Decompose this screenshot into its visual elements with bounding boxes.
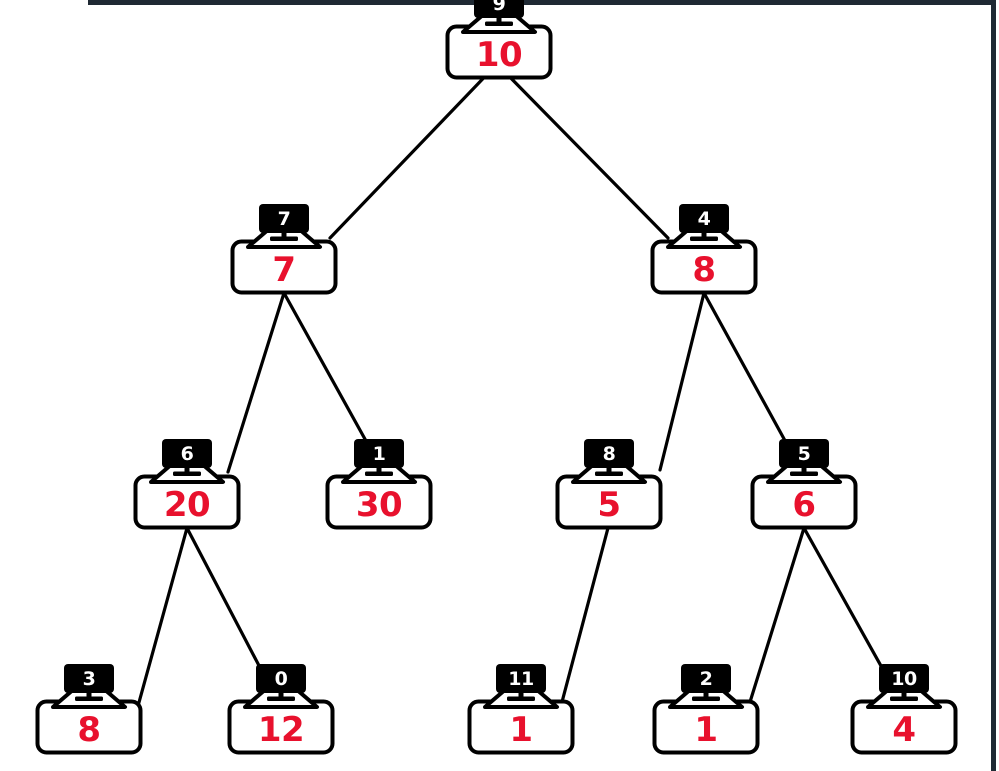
- node-index-badge: [162, 439, 212, 468]
- node-stand-foot: [692, 696, 720, 701]
- node-stand-neck: [496, 14, 502, 23]
- node-stand-foot: [270, 236, 298, 241]
- node-index-badge: [354, 439, 404, 468]
- tree-edge: [495, 62, 670, 240]
- node-stand-neck: [86, 689, 92, 698]
- node-value-box: [467, 699, 575, 755]
- node-value-box: [230, 239, 338, 295]
- node-value-box: [35, 699, 143, 755]
- node-glyph: [850, 664, 958, 755]
- node-value-box: [652, 699, 760, 755]
- node-value-box: [750, 474, 858, 530]
- node-stand-neck: [278, 689, 284, 698]
- node-stand-neck: [701, 229, 707, 238]
- tree-edge: [136, 526, 189, 708]
- tree-edge: [702, 291, 802, 470]
- node-stand-foot: [267, 696, 295, 701]
- node-stand-foot: [507, 696, 535, 701]
- node-value-box: [650, 239, 758, 295]
- node-stand-neck: [376, 464, 382, 473]
- tree-edge: [748, 526, 806, 704]
- node-index-badge: [879, 664, 929, 693]
- node-stand-neck: [703, 689, 709, 698]
- node-stand-foot: [365, 471, 393, 476]
- tree-edge: [282, 291, 383, 470]
- node-stand-foot: [890, 696, 918, 701]
- node-glyph: [35, 664, 143, 755]
- node-stand-neck: [184, 464, 190, 473]
- node-stand-foot: [595, 471, 623, 476]
- node-glyph: [227, 664, 335, 755]
- node-stand-foot: [690, 236, 718, 241]
- node-glyph: [325, 439, 433, 530]
- node-stand-foot: [790, 471, 818, 476]
- node-glyph: [750, 439, 858, 530]
- tree-edge: [226, 291, 286, 474]
- node-stand-neck: [801, 464, 807, 473]
- node-stand-neck: [518, 689, 524, 698]
- node-glyph: [650, 204, 758, 295]
- node-index-badge: [584, 439, 634, 468]
- node-glyph: [555, 439, 663, 530]
- node-glyph: [133, 439, 241, 530]
- node-glyph: [467, 664, 575, 755]
- node-index-badge: [679, 204, 729, 233]
- node-glyph: [652, 664, 760, 755]
- node-index-badge: [256, 664, 306, 693]
- node-index-badge: [64, 664, 114, 693]
- node-stand-foot: [75, 696, 103, 701]
- node-value-box: [227, 699, 335, 755]
- node-index-badge: [779, 439, 829, 468]
- node-stand-neck: [901, 689, 907, 698]
- node-glyph: [230, 204, 338, 295]
- node-stand-foot: [173, 471, 201, 476]
- tree-edge: [328, 62, 499, 240]
- node-index-badge: [681, 664, 731, 693]
- window-frame-right-edge: [991, 0, 996, 771]
- tree-edge: [560, 526, 610, 704]
- node-index-badge: [259, 204, 309, 233]
- node-stand-neck: [606, 464, 612, 473]
- node-stand-foot: [485, 21, 513, 26]
- node-stand-neck: [281, 229, 287, 238]
- window-frame-top-bar: [88, 0, 991, 5]
- node-index-badge: [496, 664, 546, 693]
- node-value-box: [325, 474, 433, 530]
- tree-edge: [658, 291, 706, 472]
- node-value-box: [555, 474, 663, 530]
- node-value-box: [850, 699, 958, 755]
- node-index-badge: [474, 0, 524, 18]
- node-value-box: [445, 24, 553, 80]
- node-glyph: [445, 0, 553, 80]
- node-value-box: [133, 474, 241, 530]
